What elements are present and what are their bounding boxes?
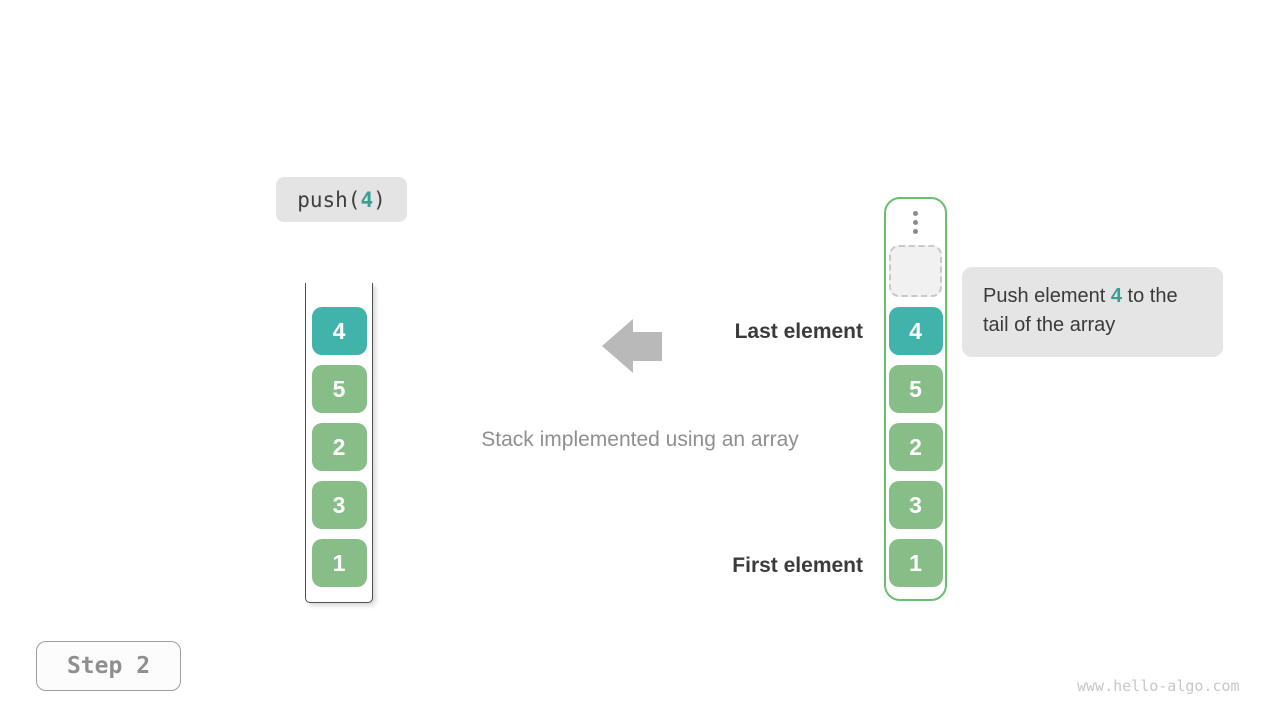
ellipsis-dot	[913, 210, 918, 216]
stack-cell: 2	[311, 423, 367, 471]
caption-text: Stack implemented using an array	[481, 428, 799, 451]
ellipsis-dot	[913, 228, 918, 234]
callout-prefix: Push element	[983, 285, 1111, 307]
array-cell: 3	[888, 481, 943, 529]
callout-value: 4	[1110, 285, 1122, 307]
stack-cell: 1	[311, 539, 367, 587]
callout-note: Push element 4 to the tail of the array	[962, 267, 1223, 357]
empty-array-slot	[889, 245, 942, 297]
array-cell: 2	[888, 423, 943, 471]
op-suffix: )	[373, 187, 386, 212]
ellipsis-icon	[913, 209, 918, 235]
stack-cell: 5	[311, 365, 367, 413]
first-element-label: First element	[732, 554, 863, 577]
array-cell: 1	[888, 539, 943, 587]
array-cell: 5	[888, 365, 943, 413]
last-element-label: Last element	[734, 320, 863, 343]
stack-cell-top: 4	[311, 307, 367, 355]
ellipsis-dot	[913, 219, 918, 225]
watermark: www.hello-algo.com	[1077, 677, 1240, 695]
array-container-bordered: 4 5 2 3 1	[884, 197, 947, 601]
step-badge: Step 2	[36, 641, 181, 691]
op-value: 4	[360, 187, 374, 212]
op-prefix: push(	[297, 187, 361, 212]
stack-container-plain: 4 5 2 3 1	[305, 283, 373, 603]
arrow-left-icon	[602, 319, 662, 373]
callout-suffix: to the tail of the array	[983, 285, 1178, 336]
push-operation-label: push(4)	[276, 177, 407, 222]
array-cell-pushed: 4	[888, 307, 943, 355]
stack-cell: 3	[311, 481, 367, 529]
